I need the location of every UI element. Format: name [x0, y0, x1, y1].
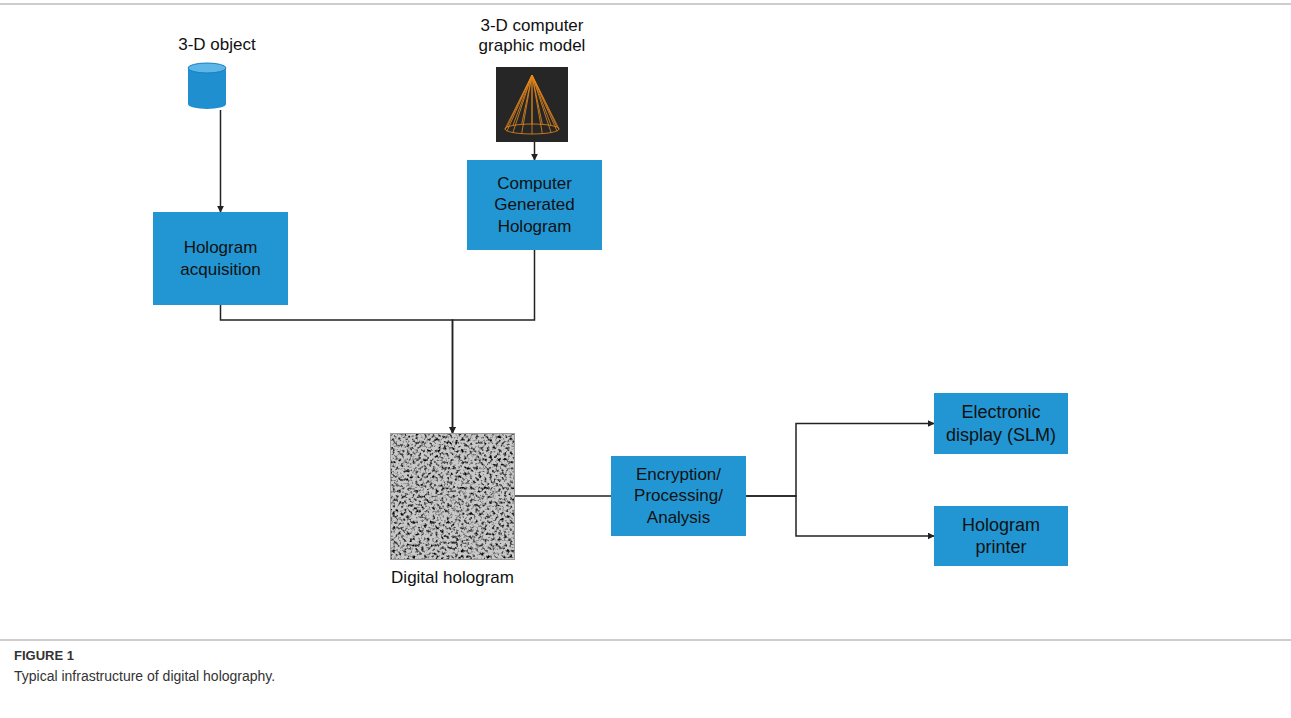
arrow-connector: [453, 250, 535, 433]
arrow-connector: [515, 495, 611, 497]
top-rule: [0, 3, 1291, 5]
box-label: Electronic display (SLM): [938, 401, 1064, 446]
process-box: Computer Generated Hologram: [467, 160, 602, 250]
arrow-connector: [746, 424, 934, 497]
arrow-connector: [220, 110, 222, 212]
box-label: Hologram acquisition: [157, 237, 284, 280]
image-node: 3-D object: [137, 35, 297, 110]
arrow-connector: [746, 496, 934, 536]
image-caption: 3-D object: [137, 35, 297, 55]
bottom-rule: [0, 639, 1291, 641]
cyl-picture: [187, 62, 227, 110]
process-box: Hologram acquisition: [153, 212, 288, 305]
process-box: Encryption/ Processing/ Analysis: [611, 456, 746, 536]
arrow-connector: [221, 305, 453, 433]
figure-number: FIGURE 1: [14, 648, 74, 663]
image-caption: 3-D computer graphic model: [457, 16, 607, 57]
cone-picture: [496, 67, 568, 142]
image-node: Digital hologram: [380, 433, 525, 593]
arrow-connector: [534, 142, 536, 160]
image-node: 3-D computer graphic model: [440, 16, 624, 144]
process-box: Electronic display (SLM): [934, 393, 1068, 454]
image-caption: Digital hologram: [380, 568, 525, 588]
holo-picture: [390, 433, 515, 560]
box-label: Computer Generated Hologram: [471, 173, 598, 237]
box-label: Hologram printer: [938, 514, 1064, 559]
figure-caption: Typical infrastructure of digital hologr…: [14, 668, 275, 684]
process-box: Hologram printer: [934, 506, 1068, 566]
box-label: Encryption/ Processing/ Analysis: [615, 464, 742, 528]
